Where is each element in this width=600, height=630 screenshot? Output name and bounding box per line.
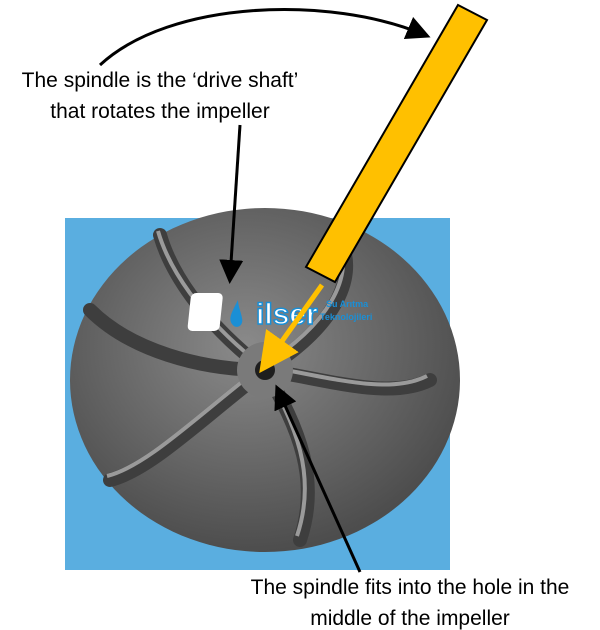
top-label-line1: The spindle is the ‘drive shaft’	[21, 69, 299, 92]
bottom-pointer-arrow	[274, 384, 362, 573]
orange-arrow	[259, 283, 325, 374]
svg-text:Teknolojileri: Teknolojileri	[320, 312, 372, 322]
top-label: The spindle is the ‘drive shaft’ that ro…	[0, 65, 320, 127]
curved-arrow	[98, 8, 431, 67]
bottom-label: The spindle fits into the hole in the mi…	[220, 572, 600, 630]
top-label-line2: that rotates the impeller	[50, 100, 270, 123]
svg-text:Su Arıtma: Su Arıtma	[326, 299, 369, 309]
pencil-spindle	[304, 3, 489, 284]
top-pointer-arrow	[219, 124, 244, 284]
impeller-image	[70, 208, 460, 552]
ilser-logo: ilser Su Arıtma Teknolojileri	[187, 293, 372, 332]
bottom-label-line2: middle of the impeller	[310, 607, 510, 630]
bottom-label-line1: The spindle fits into the hole in the	[250, 576, 570, 599]
